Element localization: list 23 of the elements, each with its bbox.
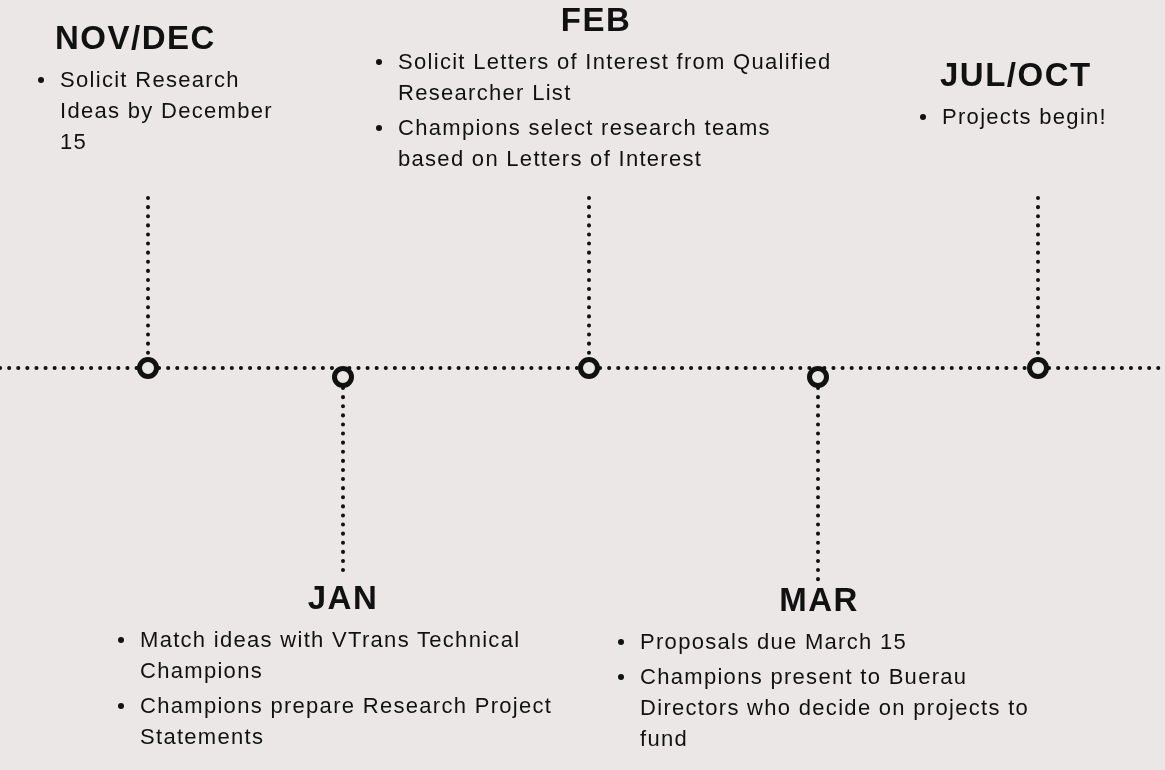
month-heading: NOV/DEC	[55, 18, 216, 58]
timeline-marker	[332, 366, 354, 388]
timeline-marker	[1027, 357, 1049, 379]
timeline-marker	[807, 366, 829, 388]
month-heading: FEB	[560, 0, 632, 40]
bullet-text: Projects begin!	[912, 101, 1162, 132]
dotted-connector	[0, 366, 139, 370]
bullet-text: Champions prepare Research Project Statements	[110, 690, 590, 752]
dotted-connector	[816, 386, 820, 582]
bullet-text: Solicit Research Ideas by December 15	[30, 64, 305, 157]
dotted-connector	[598, 366, 814, 370]
month-heading: JAN	[307, 578, 379, 618]
dotted-connector	[822, 366, 1029, 370]
month-heading: JUL/OCT	[940, 55, 1092, 95]
dotted-connector	[347, 366, 580, 370]
bullet-text: Match ideas with VTrans Technical Champions	[110, 624, 590, 686]
bullet-text: Solicit Letters of Interest from Qualified Researcher List	[368, 46, 838, 108]
bullet-text: Champions select research teams based on Letters of Interest	[368, 112, 838, 174]
bullet-text: Champions present to Buerau Directors who decide on projects to fund	[610, 661, 1040, 754]
timeline-marker	[578, 357, 600, 379]
bullet-text: Proposals due March 15	[610, 626, 1040, 657]
timeline-marker	[137, 357, 159, 379]
month-heading: MAR	[779, 580, 859, 620]
